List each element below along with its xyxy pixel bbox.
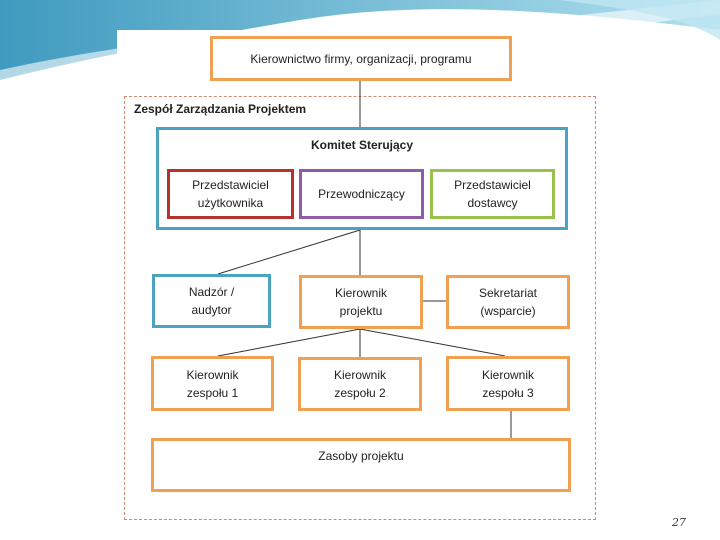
company-management-box: Kierownictwo firmy, organizacji, program… [210, 36, 512, 81]
project-management-team-title: Zespół Zarządzania Projektem [134, 102, 307, 116]
project-resources-box: Zasoby projektu [151, 438, 571, 492]
line-manager-to-team1 [217, 328, 361, 357]
supervision-auditor-box: Nadzór / audytor [152, 274, 271, 328]
project-resources-label: Zasoby projektu [318, 449, 404, 463]
project-manager-box: Kierownik projektu [299, 275, 423, 329]
team-manager-3-box: Kierownik zespołu 3 [446, 356, 570, 411]
line-committee-to-supervision [217, 229, 361, 275]
steering-committee-title: Komitet Sterujący [310, 138, 414, 152]
line-manager-to-team3 [359, 328, 506, 357]
chairman-box: Przewodniczący [299, 169, 424, 219]
team-manager-1-box: Kierownik zespołu 1 [151, 356, 274, 411]
team-manager-2-box: Kierownik zespołu 2 [298, 357, 422, 411]
secretariat-box: Sekretariat (wsparcie) [446, 275, 570, 329]
supplier-representative-box: Przedstawiciel dostawcy [430, 169, 555, 219]
user-representative-box: Przedstawiciel użytkownika [167, 169, 294, 219]
page-number: 27 [672, 516, 686, 529]
